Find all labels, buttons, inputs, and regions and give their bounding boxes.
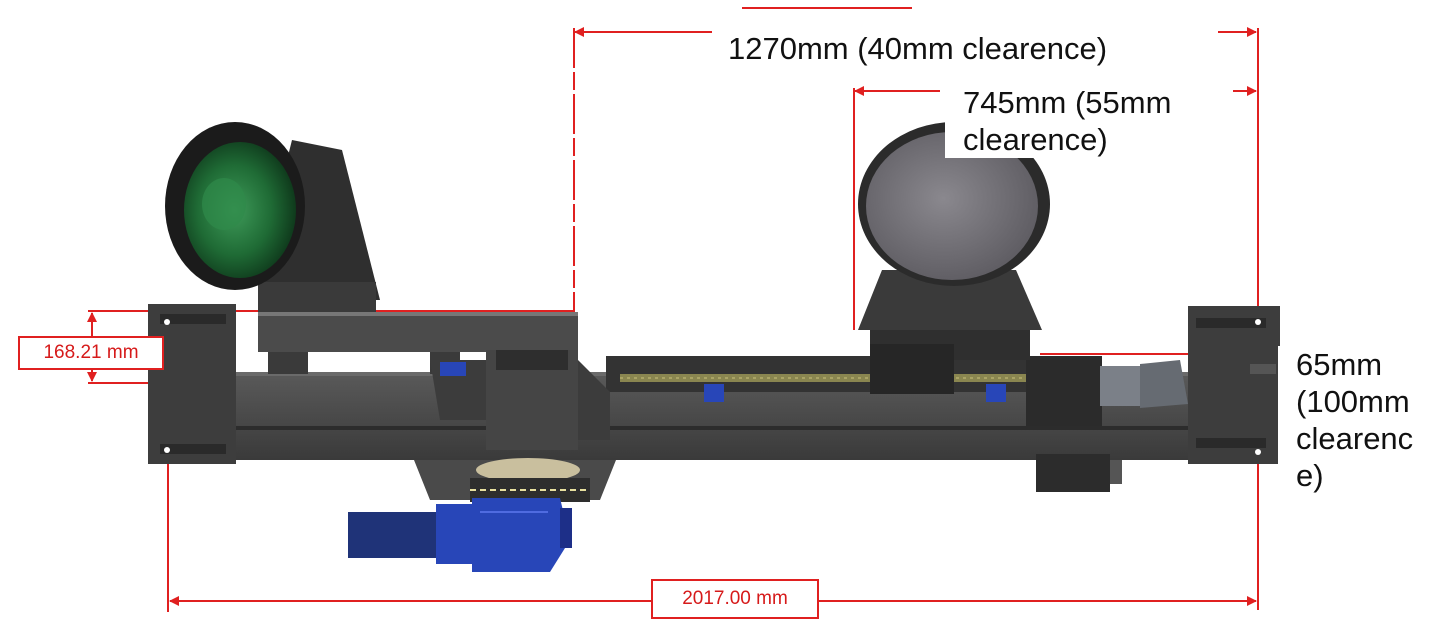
- frame: [148, 304, 1280, 502]
- callout-1270: 1270mm (40mm clearence): [728, 30, 1108, 67]
- callout-65: 65mm (100mm clearenc e): [1278, 346, 1446, 494]
- lower-right-block: [1036, 454, 1110, 492]
- left-mirror-assembly: [165, 122, 380, 312]
- bearing: [476, 458, 580, 482]
- dim-label-2017: 2017.00 mm: [651, 579, 819, 619]
- drive-motor: [348, 498, 572, 572]
- dim-label-168: 168.21 mm: [18, 336, 164, 370]
- callout-745: 745mm (55mm clearence): [945, 84, 1233, 158]
- left-end-plate: [148, 304, 236, 464]
- upper-arm: [258, 312, 578, 352]
- right-carriage: [1026, 356, 1102, 426]
- right-end-plate: [1188, 306, 1280, 464]
- right-mirror-assembly: [858, 122, 1050, 394]
- gray-mirror: [866, 132, 1038, 280]
